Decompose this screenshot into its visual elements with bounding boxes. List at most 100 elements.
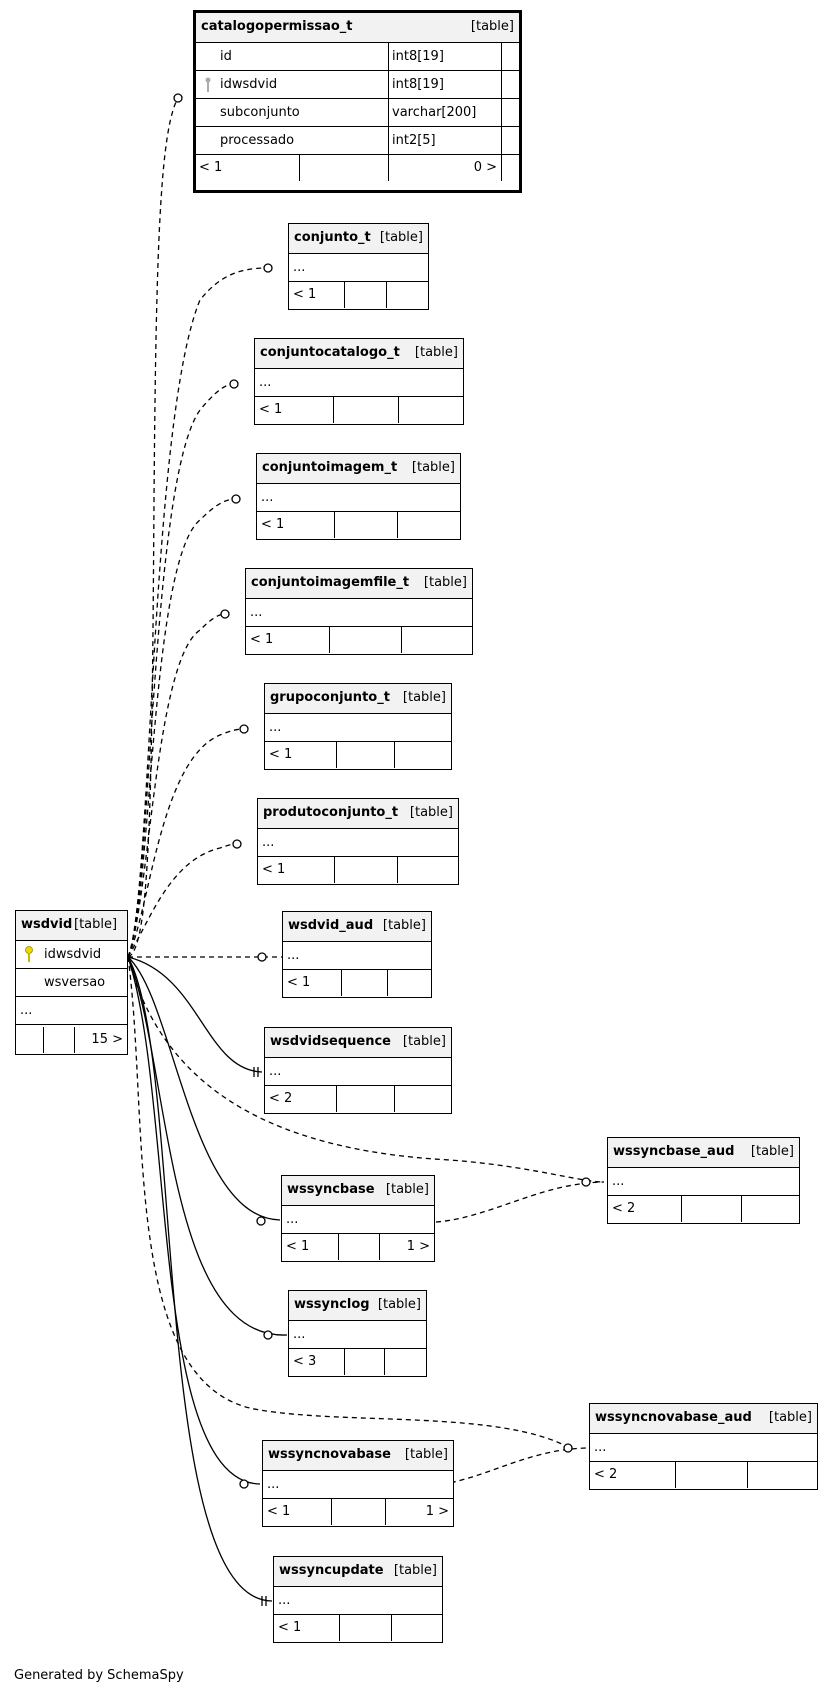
column-name: wsversao — [44, 975, 106, 990]
edge-marker-conjuntocatalogo — [229, 379, 239, 389]
table-header: grupoconjunto_t [table] — [265, 684, 451, 714]
ellipsis-row: ... — [289, 254, 428, 282]
edge-catalogopermissao — [127, 97, 179, 958]
ellipsis-row: ... — [274, 1587, 442, 1615]
edge-marker-conjuntoimagemfile — [220, 609, 230, 619]
table-footer: < 1 1 > — [282, 1234, 434, 1260]
table-grupoconjunto-t[interactable]: grupoconjunto_t [table] ... < 1 — [264, 683, 452, 770]
more-columns: ... — [278, 1593, 291, 1608]
table-header: wsdvidsequence [table] — [265, 1028, 451, 1058]
table-conjuntoimagemfile-t[interactable]: conjuntoimagemfile_t [table] ... < 1 — [245, 568, 473, 655]
table-name: wsdvid_aud — [288, 918, 374, 933]
children-count: 1 > — [425, 1504, 449, 1519]
column-name: processado — [220, 133, 295, 148]
edge-marker-wssynclog — [263, 1330, 273, 1340]
foreign-key-icon — [205, 77, 211, 93]
column-type: int8[19] — [392, 77, 444, 92]
table-type: [table] — [414, 345, 458, 360]
parents-count: < 1 — [250, 632, 274, 647]
generator-credit: Generated by SchemaSpy — [14, 1668, 184, 1683]
edge-conjuntoimagem — [127, 498, 237, 958]
table-type: [table] — [411, 460, 455, 475]
table-footer: < 2 — [608, 1196, 799, 1222]
table-header: conjuntoimagem_t [table] — [257, 454, 460, 484]
edge-wssyncnovabase — [127, 956, 261, 1485]
table-footer: < 1 — [258, 857, 458, 883]
ellipsis-row: ... — [257, 484, 460, 512]
edge-marker-produtoconjunto — [232, 839, 242, 849]
parents-count: < 1 — [267, 1504, 291, 1519]
table-footer: < 1 — [289, 282, 428, 308]
table-name: conjuntocatalogo_t — [260, 345, 400, 360]
table-footer: < 1 1 > — [263, 1499, 453, 1525]
column-name: subconjunto — [220, 105, 300, 120]
table-type: [table] — [423, 575, 467, 590]
edge-produtoconjunto — [127, 843, 238, 958]
table-name: conjuntoimagemfile_t — [251, 575, 410, 590]
ellipsis-row: ... — [283, 942, 431, 970]
edge-conjuntoimagemfile — [127, 613, 226, 958]
edge-marker-conjunto — [263, 263, 273, 273]
table-wsdvid[interactable]: wsdvid [table] idwsdvid wsversao ... 15 … — [15, 910, 128, 1055]
table-header: wssyncbase_aud [table] — [608, 1138, 799, 1168]
table-header: wssyncupdate [table] — [274, 1557, 442, 1587]
edge-wssyncnovabase-aud — [127, 956, 571, 1449]
table-footer: < 1 — [246, 627, 472, 653]
table-name: conjunto_t — [294, 230, 371, 245]
more-columns: ... — [267, 1477, 280, 1492]
children-count: 0 > — [473, 160, 497, 175]
parents-count: < 2 — [594, 1467, 618, 1482]
table-wssyncbase[interactable]: wssyncbase [table] ... < 1 1 > — [281, 1175, 435, 1262]
table-type: [table] — [409, 805, 453, 820]
table-name: conjuntoimagem_t — [262, 460, 398, 475]
table-wssyncnovabase-aud[interactable]: wssyncnovabase_aud [table] ... < 2 — [589, 1403, 818, 1490]
table-footer: < 1 — [265, 742, 451, 768]
table-produtoconjunto-t[interactable]: produtoconjunto_t [table] ... < 1 — [257, 798, 459, 885]
table-header: wsdvid_aud [table] — [283, 912, 431, 942]
table-footer: < 1 — [257, 512, 460, 538]
table-header: catalogopermissao_t [table] — [196, 13, 519, 43]
parents-count: < 2 — [612, 1201, 636, 1216]
table-wsdvid-aud[interactable]: wsdvid_aud [table] ... < 1 — [282, 911, 432, 998]
edge-conjunto — [127, 267, 269, 958]
table-wssyncupdate[interactable]: wssyncupdate [table] ... < 1 — [273, 1556, 443, 1643]
table-footer: < 1 — [283, 970, 431, 996]
table-wssyncbase-aud[interactable]: wssyncbase_aud [table] ... < 2 — [607, 1137, 800, 1224]
ellipsis-row: ... — [289, 1321, 426, 1349]
table-type: [table] — [402, 690, 446, 705]
edge-marker-wssyncnovabase-aud — [563, 1443, 573, 1453]
ellipsis-row: ... — [255, 369, 463, 397]
table-wssyncnovabase[interactable]: wssyncnovabase [table] ... < 1 1 > — [262, 1440, 454, 1527]
table-type: [table] — [402, 1034, 446, 1049]
column-name: idwsdvid — [220, 77, 278, 92]
children-count: 15 > — [91, 1032, 123, 1047]
column-row: wsversao — [16, 969, 127, 997]
table-catalogopermissao-t[interactable]: catalogopermissao_t [table] id int8[19] … — [193, 10, 522, 193]
table-header: conjunto_t [table] — [289, 224, 428, 254]
edge-wsdvidsequence — [127, 956, 263, 1073]
table-conjuntoimagem-t[interactable]: conjuntoimagem_t [table] ... < 1 — [256, 453, 461, 540]
table-name: wsdvid — [21, 917, 73, 932]
table-wsdvidsequence[interactable]: wsdvidsequence [table] ... < 2 — [264, 1027, 452, 1114]
column-row: idwsdvid int8[19] — [196, 71, 519, 99]
table-conjunto-t[interactable]: conjunto_t [table] ... < 1 — [288, 223, 429, 310]
crowfoot-wssyncupdate — [261, 1596, 267, 1606]
table-name: grupoconjunto_t — [270, 690, 390, 705]
table-wssynclog[interactable]: wssynclog [table] ... < 3 — [288, 1290, 427, 1377]
table-type: [table] — [768, 1410, 812, 1425]
table-type: [table] — [470, 19, 514, 34]
column-row: idwsdvid — [16, 941, 127, 969]
edge-marker-grupoconjunto — [239, 724, 249, 734]
ellipsis-row: ... — [265, 1058, 451, 1086]
more-columns: ... — [250, 605, 263, 620]
more-columns: ... — [293, 260, 306, 275]
parents-count: < 3 — [293, 1354, 317, 1369]
table-conjuntocatalogo-t[interactable]: conjuntocatalogo_t [table] ... < 1 — [254, 338, 464, 425]
column-row: processado int2[5] — [196, 127, 519, 155]
edge-marker-wsdvid-aud — [257, 952, 267, 962]
column-type: varchar[200] — [392, 105, 477, 120]
edge-marker-wssyncnovabase — [239, 1479, 249, 1489]
more-columns: ... — [287, 948, 300, 963]
table-footer: 15 > — [16, 1027, 127, 1053]
ellipsis-row: ... — [608, 1168, 799, 1196]
